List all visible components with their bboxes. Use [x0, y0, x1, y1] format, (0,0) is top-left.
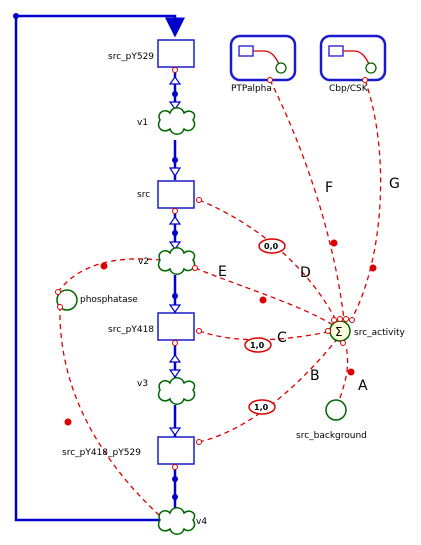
svg-text:0,0: 0,0: [264, 242, 279, 251]
species-src-pY418-pY529[interactable]: [157, 436, 202, 470]
species-label-src: src: [137, 190, 150, 200]
edge-label-e: E: [218, 264, 227, 280]
sum-icon: Σ: [335, 325, 343, 339]
reaction-v4[interactable]: [157, 507, 196, 535]
edge-label-g: G: [389, 176, 400, 192]
edge-label-a: A: [358, 378, 368, 394]
edge-label-f: F: [325, 180, 333, 196]
reaction-label-v2: v2: [138, 257, 149, 267]
module-ptpalpha[interactable]: [229, 34, 297, 83]
module-label-ptpalpha: PTPalpha: [231, 84, 272, 94]
modifier-label-phosphatase: phosphatase: [80, 295, 138, 305]
weight-src-pY418: 1,0: [244, 337, 272, 353]
src-activity-label: src_activity: [354, 328, 405, 338]
species-label-src-pY418-pY529: src_pY418_pY529: [62, 448, 141, 458]
modifier-phosphatase[interactable]: [55, 289, 78, 311]
species-src[interactable]: [157, 180, 202, 214]
feedback-loop-edge: [14, 14, 185, 522]
species-label-src-pY418: src_pY418: [108, 325, 154, 335]
weight-src: 0,0: [258, 238, 286, 254]
modifier-dots: [64, 239, 377, 426]
src-activity-node[interactable]: Σ: [325, 316, 355, 346]
species-src-pY529[interactable]: [157, 39, 195, 73]
module-label-cbp-csk: Cbp/CSK: [329, 84, 369, 94]
species-src-pY418[interactable]: [157, 312, 202, 346]
species-label-src-pY529: src_pY529: [108, 52, 154, 62]
edge-label-d: D: [300, 265, 311, 281]
flow-arrowheads: [168, 75, 182, 437]
weight-src-pY418-pY529: 1,0: [248, 399, 276, 415]
edge-label-c: C: [277, 330, 287, 346]
modifier-src-background[interactable]: [325, 399, 347, 421]
modifier-label-src-background: src_background: [296, 431, 367, 441]
reaction-v3[interactable]: [157, 377, 196, 405]
reaction-label-v3: v3: [137, 379, 148, 389]
flow-dots: [172, 91, 178, 500]
feedback-loop-dot: [13, 13, 19, 19]
svg-text:1,0: 1,0: [254, 403, 269, 412]
reaction-label-v1: v1: [137, 118, 148, 128]
reaction-label-v4: v4: [196, 517, 207, 527]
reaction-v2[interactable]: [157, 247, 198, 275]
edge-label-b: B: [310, 368, 320, 384]
reaction-v1[interactable]: [157, 107, 196, 135]
module-cbp-csk[interactable]: [319, 34, 387, 83]
svg-text:1,0: 1,0: [250, 341, 265, 350]
